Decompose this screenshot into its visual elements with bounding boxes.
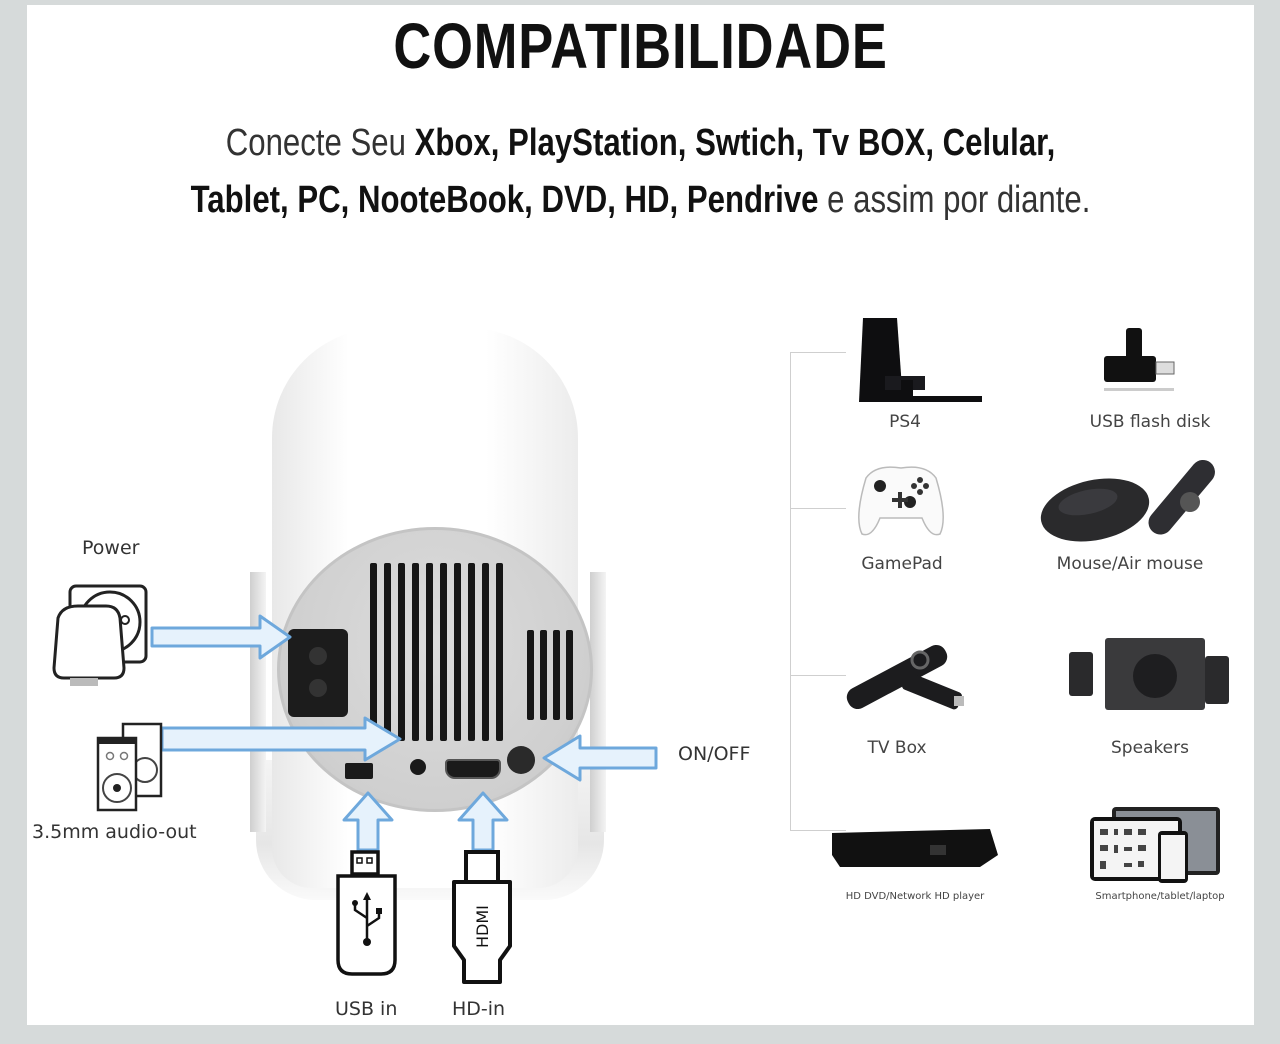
usb-flash-disk-icon: [1104, 328, 1175, 391]
power-button: [507, 746, 535, 774]
projector-stand-left: [250, 572, 266, 832]
usb-drive-icon: [336, 850, 397, 976]
device-speakers: Speakers: [1065, 636, 1235, 762]
arrow-up-icon: [342, 791, 394, 852]
device-smartphone-tablet-laptop: Smartphone/tablet/laptop: [1070, 805, 1250, 915]
page-title: COMPATIBILIDADE: [393, 10, 888, 82]
mouse-air-mouse-icon: [1040, 459, 1215, 542]
audio-jack-port: [410, 759, 426, 775]
usb-in-label: USB in: [335, 998, 398, 1020]
arrow-left-icon: [542, 734, 658, 782]
bracket-tick: [790, 675, 846, 676]
subtitle-segment: Tablet, PC, NooteBook, DVD, HD, Pendrive: [190, 179, 819, 221]
subtitle-segment: e assim por diante.: [818, 179, 1091, 221]
device-label: PS4: [889, 412, 921, 432]
bracket-tick: [790, 830, 846, 831]
speakers-icon: [96, 722, 163, 812]
bracket-line: [790, 352, 791, 830]
device-label: Smartphone/tablet/laptop: [1095, 891, 1225, 902]
device-hd-dvd-player: HD DVD/Network HD player: [825, 825, 1005, 915]
audio-out-label: 3.5mm audio-out: [32, 821, 197, 843]
dvd-player-icon: [832, 829, 998, 867]
device-label: GamePad: [861, 554, 943, 574]
power-plug-socket-icon: [52, 584, 148, 686]
device-label: Mouse/Air mouse: [1056, 554, 1204, 574]
speakers-system-icon: [1069, 638, 1229, 710]
multi-device-icon: [1090, 807, 1220, 883]
page-subtitle: Conecte Seu Xbox, PlayStation, Swtich, T…: [137, 115, 1143, 229]
tv-box-stick-icon: [846, 644, 964, 710]
power-inlet-port: [288, 629, 348, 717]
device-label: Speakers: [1110, 738, 1189, 758]
ps4-console-icon: [859, 318, 982, 402]
subtitle-segment: Xbox, PlayStation, Swtich, Tv BOX, Celul…: [414, 122, 1056, 164]
device-label: HD DVD/Network HD player: [845, 891, 985, 902]
subtitle-line-1: Conecte Seu Xbox, PlayStation, Swtich, T…: [137, 115, 1143, 172]
device-tv-box: TV Box: [832, 642, 964, 762]
gamepad-icon: [858, 466, 944, 536]
projector-stand-right: [590, 572, 606, 832]
power-label: Power: [82, 537, 140, 559]
hdmi-plug-text: HDMI: [473, 905, 492, 948]
arrow-right-icon: [160, 716, 402, 762]
hdmi-plug-icon: HDMI: [452, 850, 512, 984]
device-usb-flash-disk: USB flash disk: [1080, 316, 1220, 446]
device-label: USB flash disk: [1089, 412, 1211, 432]
device-mouse-air-mouse: Mouse/Air mouse: [1040, 458, 1220, 588]
usb-port: [345, 763, 373, 779]
arrow-right-icon: [150, 614, 292, 660]
bracket-tick: [790, 352, 846, 353]
device-ps4: PS4: [845, 316, 982, 446]
arrow-up-icon: [457, 791, 509, 852]
subtitle-segment: Conecte Seu: [225, 122, 415, 164]
device-label: TV Box: [867, 738, 927, 758]
subtitle-line-2: Tablet, PC, NooteBook, DVD, HD, Pendrive…: [137, 172, 1143, 229]
device-gamepad: GamePad: [842, 458, 962, 588]
hdmi-port: [445, 759, 501, 779]
onoff-label: ON/OFF: [678, 743, 751, 765]
hd-in-label: HD-in: [452, 998, 506, 1020]
bracket-tick: [790, 508, 846, 509]
